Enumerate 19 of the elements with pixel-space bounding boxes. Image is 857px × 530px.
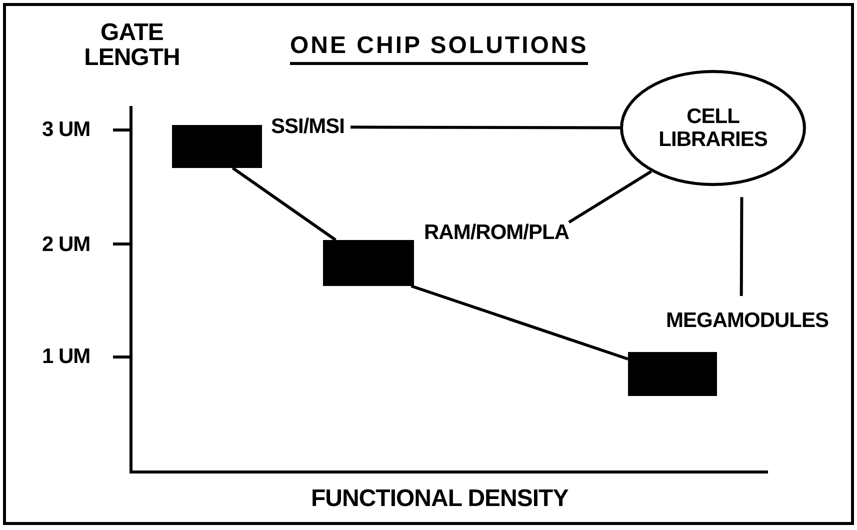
oval-label: CELL LIBRARIES	[658, 104, 768, 152]
tick-label: 1 UM	[42, 346, 90, 368]
x-axis-title: FUNCTIONAL DENSITY	[311, 486, 568, 512]
filled-block	[628, 352, 717, 396]
filled-block	[323, 240, 414, 286]
connector-line	[568, 170, 652, 224]
category-label: RAM/ROM/PLA	[424, 222, 569, 244]
tick-label: 3 UM	[42, 119, 90, 142]
tick-label: 2 UM	[42, 234, 90, 256]
filled-block	[172, 125, 262, 168]
category-label: SSI/MSI	[271, 116, 345, 138]
y-axis-title: GATE LENGTH	[83, 20, 181, 70]
connector-line	[232, 166, 336, 242]
oval-outline	[620, 70, 806, 186]
connector-line	[410, 284, 628, 360]
connector-line	[740, 197, 744, 296]
chart-title: ONE CHIP SOLUTIONS	[290, 32, 588, 65]
category-label: MEGAMODULES	[666, 310, 828, 332]
connector-line	[350, 126, 620, 130]
